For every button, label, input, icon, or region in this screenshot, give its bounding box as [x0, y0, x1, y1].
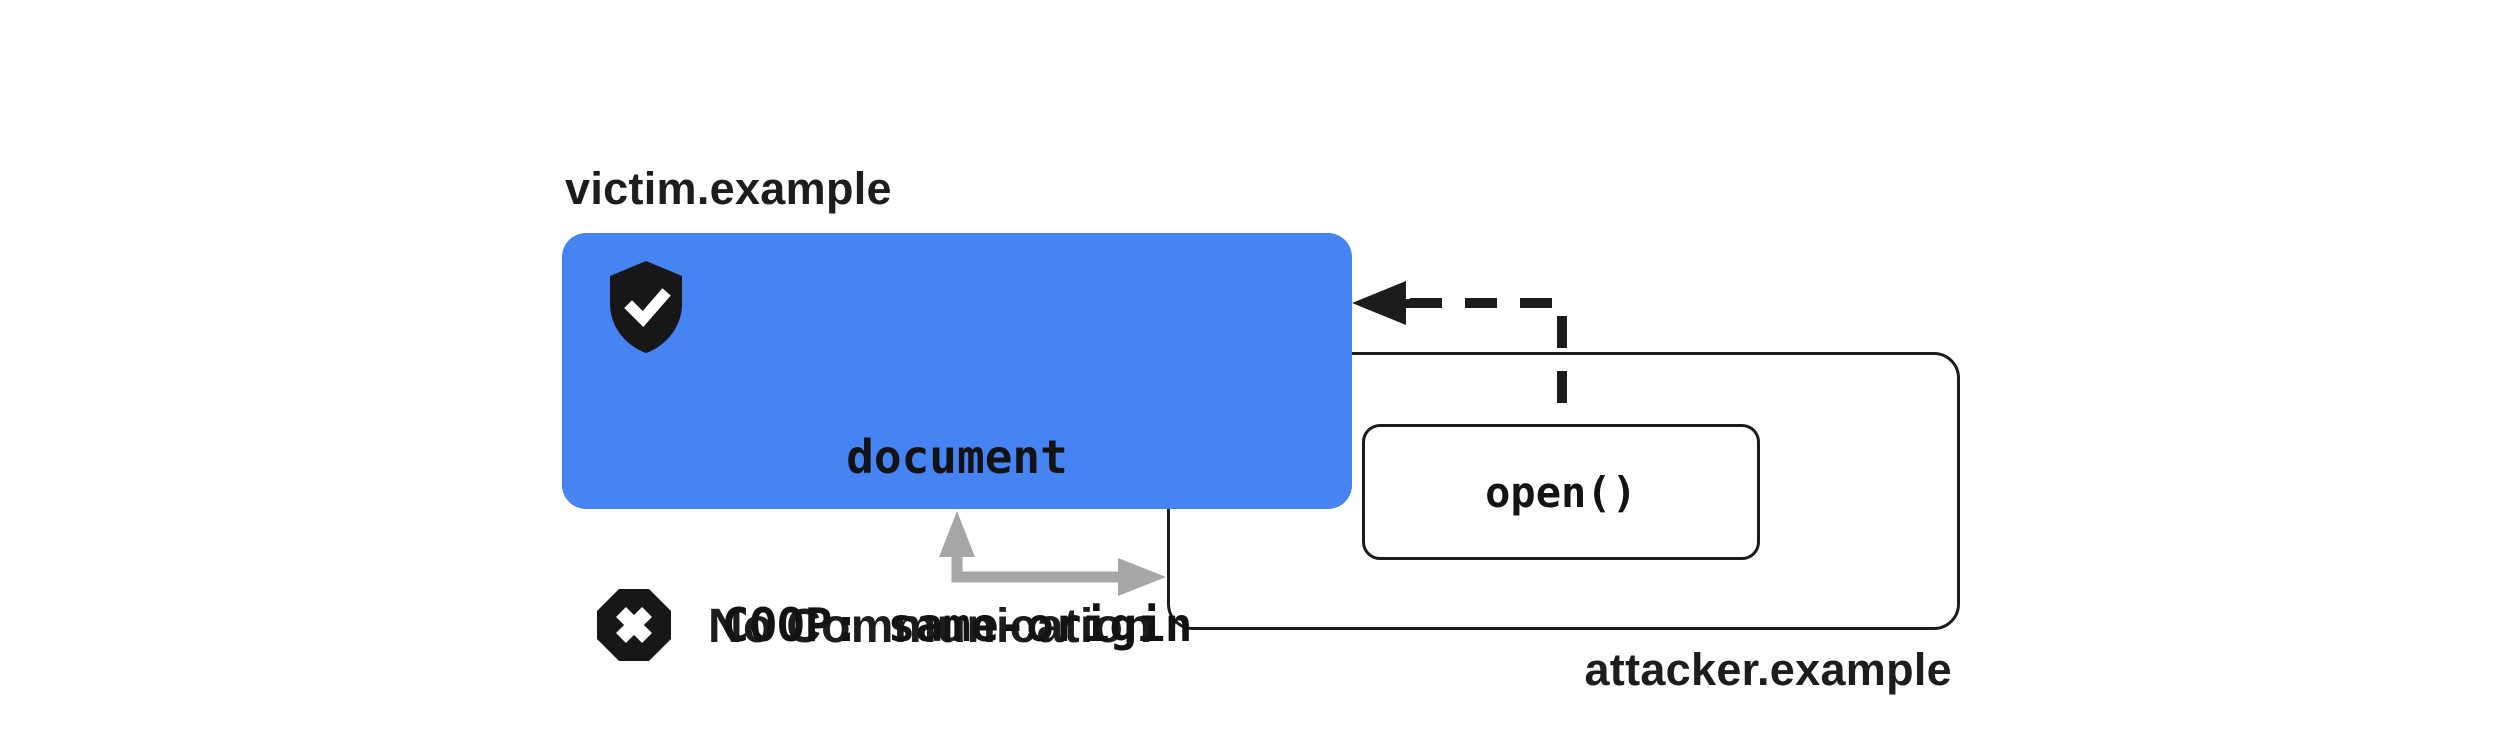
victim-domain-label: victim.example [565, 163, 892, 214]
shield-check-icon [610, 261, 682, 353]
victim-document-box: document COOP: same-origin [562, 233, 1352, 652]
open-call-label: open() [1485, 467, 1637, 517]
no-communication-label: No Communication [708, 600, 1153, 653]
coop-policy-label: COOP: same-origin [721, 598, 1193, 652]
blocked-octagon-x-icon [597, 589, 671, 661]
victim-document-text: document COOP: same-origin [562, 317, 1352, 735]
open-call-box: open() [1362, 424, 1760, 560]
attacker-domain-label: attacker.example [1584, 644, 1952, 695]
arrowhead-left-icon [1352, 281, 1406, 325]
document-label: document [846, 430, 1068, 484]
